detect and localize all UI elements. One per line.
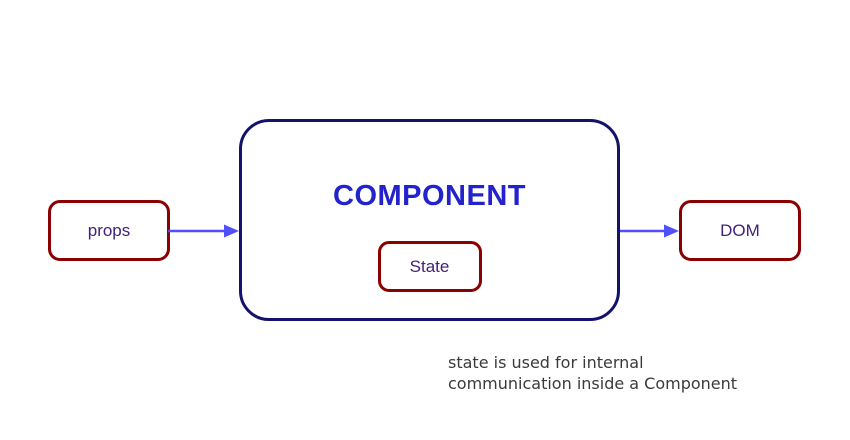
- state-node: State: [377, 241, 482, 292]
- caption: state is used for internal communication…: [448, 352, 737, 394]
- component-node-label: COMPONENT: [333, 180, 526, 212]
- props-node: props: [48, 200, 170, 261]
- props-node-label: props: [87, 220, 131, 240]
- component-node: COMPONENT State: [239, 119, 620, 321]
- caption-line-2: communication inside a Component: [448, 374, 738, 393]
- caption-line-1: state is used for internal: [448, 353, 644, 372]
- arrow-component-to-dom-icon: [620, 224, 679, 238]
- dom-node: DOM: [679, 200, 801, 261]
- dom-node-label: DOM: [720, 220, 760, 240]
- state-node-label: State: [409, 256, 450, 276]
- arrow-props-to-component-icon: [168, 224, 239, 238]
